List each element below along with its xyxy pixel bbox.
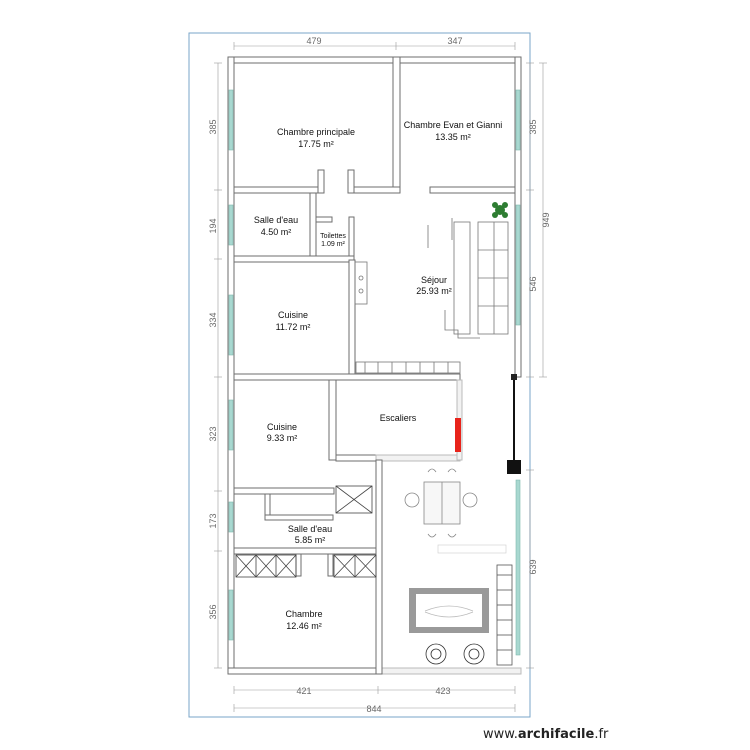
dim-right-2: 546 xyxy=(528,276,538,291)
watermark: www.archifacile.fr xyxy=(483,727,608,742)
room-chambre-evan-area: 13.35 m² xyxy=(435,132,471,142)
room-chambre-principale-area: 17.75 m² xyxy=(298,139,334,149)
room-cuisine-1-area: 11.72 m² xyxy=(276,322,311,332)
dim-left-3: 334 xyxy=(208,312,218,327)
room-labels: Chambre principale 17.75 m² Chambre Evan… xyxy=(254,120,502,631)
dimension-lines xyxy=(214,42,547,712)
dim-left-4: 323 xyxy=(208,426,218,441)
dim-left-2: 194 xyxy=(208,218,218,233)
dim-top-left: 479 xyxy=(306,36,321,46)
windows xyxy=(228,89,521,656)
room-cuisine-2-area: 9.33 m² xyxy=(267,433,298,443)
room-sejour-name: Séjour xyxy=(421,275,447,285)
room-chambre-principale-name: Chambre principale xyxy=(277,127,355,137)
watermark-name: archifacile xyxy=(517,727,595,742)
room-salle-eau-2-name: Salle d'eau xyxy=(288,524,332,534)
dim-bottom-total: 844 xyxy=(366,704,381,714)
dim-left-1: 385 xyxy=(208,119,218,134)
rug xyxy=(409,588,489,633)
dim-left-6: 356 xyxy=(208,604,218,619)
room-escaliers-name: Escaliers xyxy=(380,413,417,423)
room-sejour-area: 25.93 m² xyxy=(416,286,452,296)
room-toilettes-area: 1.09 m² xyxy=(321,241,345,248)
plant-icon xyxy=(492,202,508,218)
room-cuisine-2-name: Cuisine xyxy=(267,422,297,432)
dim-right-1: 385 xyxy=(528,119,538,134)
kitchen-counter xyxy=(354,261,461,374)
dim-top-right: 347 xyxy=(447,36,462,46)
dim-right-total: 949 xyxy=(541,212,551,227)
cabinets xyxy=(235,485,377,578)
piano xyxy=(496,564,513,666)
watermark-prefix: www. xyxy=(483,727,518,742)
dim-bottom-right: 423 xyxy=(435,686,450,696)
room-cuisine-1-name: Cuisine xyxy=(278,310,308,320)
room-chambre-name: Chambre xyxy=(285,609,322,619)
armchairs xyxy=(425,643,485,665)
room-chambre-area: 12.46 m² xyxy=(286,621,322,631)
room-salle-eau-1-area: 4.50 m² xyxy=(261,227,292,237)
watermark-suffix: .fr xyxy=(594,727,609,742)
dim-right-3: 639 xyxy=(528,559,538,574)
sofa xyxy=(427,218,509,339)
room-salle-eau-2-area: 5.85 m² xyxy=(295,535,326,545)
room-salle-eau-1-name: Salle d'eau xyxy=(254,215,298,225)
door-post-bottom xyxy=(507,460,521,474)
dim-left-5: 173 xyxy=(208,513,218,528)
sideboard xyxy=(437,544,507,554)
dining-table xyxy=(404,468,478,538)
door-post-top xyxy=(511,374,517,380)
room-chambre-evan-name: Chambre Evan et Gianni xyxy=(404,120,503,130)
stair-marker xyxy=(455,418,461,452)
room-toilettes-name: Toilettes xyxy=(320,233,346,240)
dim-bottom-left: 421 xyxy=(296,686,311,696)
dimension-labels: 479 347 385 194 334 323 173 356 385 546 … xyxy=(208,36,551,714)
